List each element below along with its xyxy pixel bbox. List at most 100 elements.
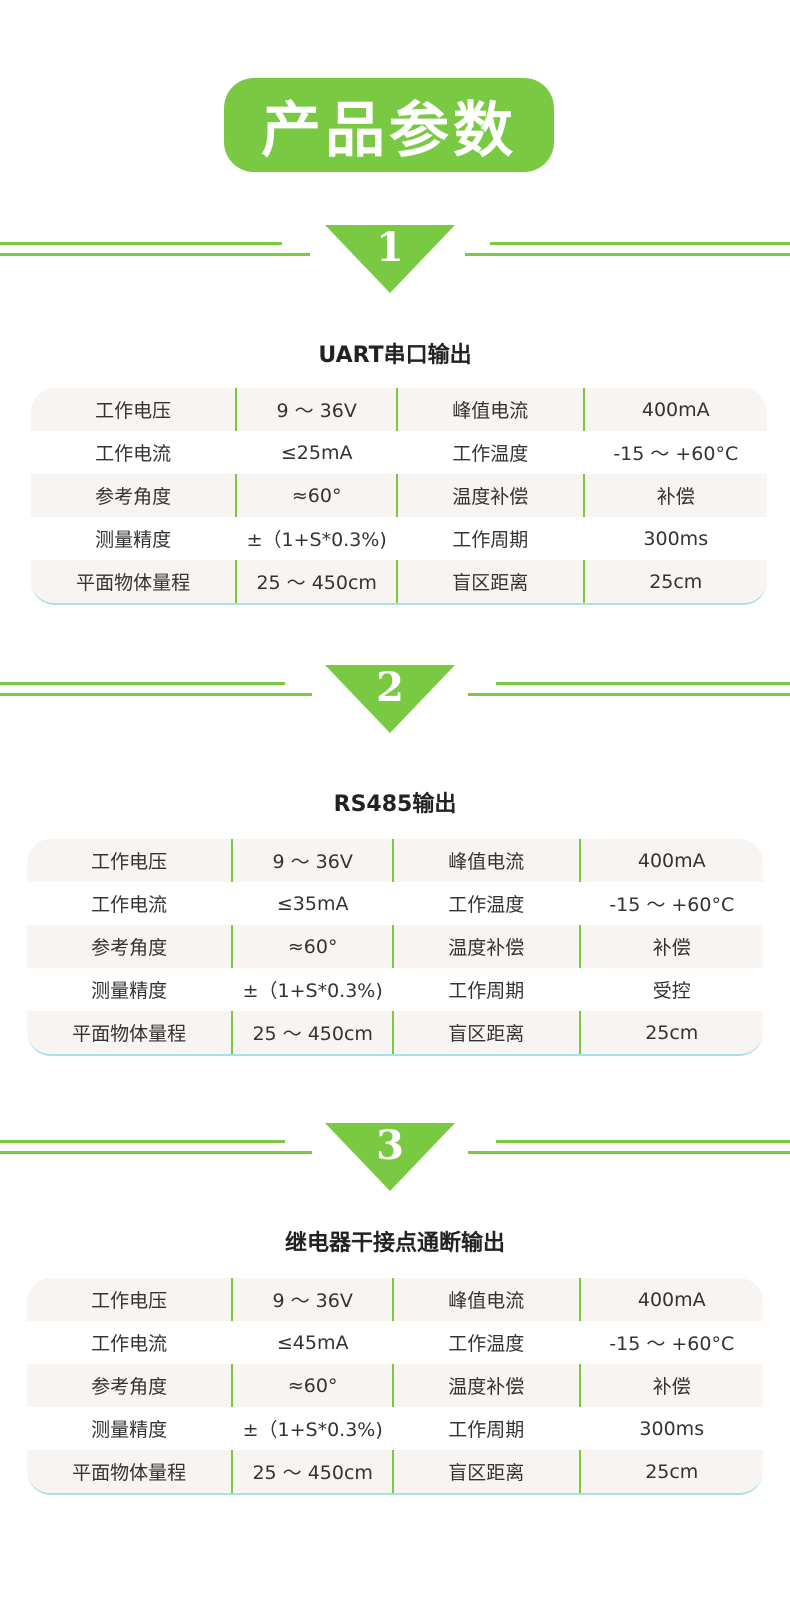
param-label: 测量精度 <box>91 980 168 1002</box>
param-value: -15 ～ +60°C <box>609 1333 735 1355</box>
param-value: ≤45mA <box>276 1331 349 1354</box>
table-row: 平面物体量程 25 ～ 450cm 盲区距离 25cm <box>27 1011 763 1054</box>
param-value: ±（1+S*0.3%) <box>242 1419 383 1441</box>
divider-line <box>0 1140 285 1143</box>
table-row: 测量精度 ±（1+S*0.3%) 工作周期 300ms <box>27 1407 763 1450</box>
page-title-banner: 产品参数 <box>224 78 554 172</box>
param-value: ±（1+S*0.3%) <box>242 980 383 1002</box>
param-label: 工作温度 <box>452 443 529 465</box>
param-label: 盲区距离 <box>394 1450 581 1493</box>
section-number: 3 <box>376 1122 404 1169</box>
param-value: 补偿 <box>652 1376 691 1398</box>
param-value: 补偿 <box>656 486 695 508</box>
param-value: 25 ～ 450cm <box>237 560 399 603</box>
page-title: 产品参数 <box>261 95 517 166</box>
param-value: 400mA <box>637 849 706 872</box>
param-value: 9 ～ 36V <box>233 1278 395 1321</box>
param-value: 补偿 <box>652 937 691 959</box>
param-label: 温度补偿 <box>394 925 581 968</box>
param-label: 平面物体量程 <box>31 560 238 603</box>
param-label: 盲区距离 <box>394 1011 581 1054</box>
number-triangle <box>325 225 455 293</box>
section-title: 继电器干接点通断输出 <box>284 1231 505 1256</box>
param-label: 工作电流 <box>91 894 168 916</box>
param-value: ≤35mA <box>276 892 349 915</box>
section-title: RS485输出 <box>333 792 457 817</box>
param-label: 温度补偿 <box>394 1364 581 1407</box>
param-value: 25 ～ 450cm <box>233 1450 395 1493</box>
spec-table-relay: 工作电压 9 ～ 36V 峰值电流 400mA 工作电流 ≤45mA 工作温度 … <box>27 1278 763 1495</box>
param-label: 温度补偿 <box>398 474 585 517</box>
param-value: ≈60° <box>233 1364 395 1407</box>
section-divider-1: 1 <box>0 225 790 295</box>
table-row: 工作电流 ≤35mA 工作温度 -15 ～ +60°C <box>27 882 763 925</box>
divider-line <box>0 242 282 245</box>
table-row: 参考角度 ≈60° 温度补偿 补偿 <box>27 925 763 968</box>
param-value: -15 ～ +60°C <box>609 894 735 916</box>
param-label: 测量精度 <box>91 1419 168 1441</box>
section-divider-3: 3 <box>0 1123 790 1193</box>
section-number: 2 <box>376 664 404 711</box>
table-row: 工作电流 ≤25mA 工作温度 -15 ～ +60°C <box>31 431 767 474</box>
param-label: 参考角度 <box>27 925 234 968</box>
param-label: 峰值电流 <box>398 388 585 431</box>
divider-line <box>0 1151 312 1154</box>
spec-table-rs485: 工作电压 9 ～ 36V 峰值电流 400mA 工作电流 ≤35mA 工作温度 … <box>27 839 763 1056</box>
param-value: ≤25mA <box>280 441 353 464</box>
table-row: 测量精度 ±（1+S*0.3%) 工作周期 受控 <box>27 968 763 1011</box>
table-row: 工作电压 9 ～ 36V 峰值电流 400mA <box>31 388 767 431</box>
param-label: 参考角度 <box>27 1364 234 1407</box>
param-label: 峰值电流 <box>394 1278 581 1321</box>
param-label: 工作电压 <box>31 388 238 431</box>
divider-line <box>0 682 285 685</box>
divider-line <box>0 693 312 696</box>
table-row: 参考角度 ≈60° 温度补偿 补偿 <box>27 1364 763 1407</box>
divider-line <box>490 242 790 245</box>
divider-line <box>0 253 310 256</box>
param-value: 400mA <box>637 1288 706 1311</box>
param-value: 300ms <box>643 527 709 550</box>
table-row: 工作电压 9 ～ 36V 峰值电流 400mA <box>27 839 763 882</box>
param-value: ≈60° <box>237 474 399 517</box>
param-label: 工作电压 <box>27 1278 234 1321</box>
table-row: 参考角度 ≈60° 温度补偿 补偿 <box>31 474 767 517</box>
param-value: 400mA <box>641 398 710 421</box>
divider-line <box>496 682 790 685</box>
param-label: 工作温度 <box>448 894 525 916</box>
param-value: 9 ～ 36V <box>237 388 399 431</box>
param-value: 300ms <box>639 1417 705 1440</box>
divider-line <box>468 693 790 696</box>
param-label: 平面物体量程 <box>27 1011 234 1054</box>
param-label: 工作电流 <box>95 443 172 465</box>
param-label: 平面物体量程 <box>27 1450 234 1493</box>
param-label: 工作周期 <box>448 1419 525 1441</box>
divider-line <box>465 253 790 256</box>
param-label: 工作温度 <box>448 1333 525 1355</box>
section-divider-2: 2 <box>0 665 790 735</box>
table-row: 测量精度 ±（1+S*0.3%) 工作周期 300ms <box>31 517 767 560</box>
param-value: -15 ～ +60°C <box>613 443 739 465</box>
param-label: 盲区距离 <box>398 560 585 603</box>
divider-line <box>496 1140 790 1143</box>
table-row: 平面物体量程 25 ～ 450cm 盲区距离 25cm <box>31 560 767 603</box>
spec-table-uart: 工作电压 9 ～ 36V 峰值电流 400mA 工作电流 ≤25mA 工作温度 … <box>31 388 767 605</box>
param-label: 参考角度 <box>31 474 238 517</box>
param-label: 工作周期 <box>452 529 529 551</box>
param-value: 9 ～ 36V <box>233 839 395 882</box>
param-value: ≈60° <box>233 925 395 968</box>
param-value: 25cm <box>645 1460 699 1483</box>
number-triangle <box>325 665 455 733</box>
number-triangle <box>325 1123 455 1191</box>
param-value: 25 ～ 450cm <box>233 1011 395 1054</box>
param-label: 峰值电流 <box>394 839 581 882</box>
param-value: 25cm <box>649 570 703 593</box>
param-label: 工作电压 <box>27 839 234 882</box>
table-row: 工作电压 9 ～ 36V 峰值电流 400mA <box>27 1278 763 1321</box>
param-label: 工作周期 <box>448 980 525 1002</box>
divider-line <box>468 1151 790 1154</box>
table-row: 平面物体量程 25 ～ 450cm 盲区距离 25cm <box>27 1450 763 1493</box>
table-row: 工作电流 ≤45mA 工作温度 -15 ～ +60°C <box>27 1321 763 1364</box>
param-value: ±（1+S*0.3%) <box>246 529 387 551</box>
section-title: UART串口输出 <box>318 343 472 368</box>
param-value: 受控 <box>652 980 691 1002</box>
